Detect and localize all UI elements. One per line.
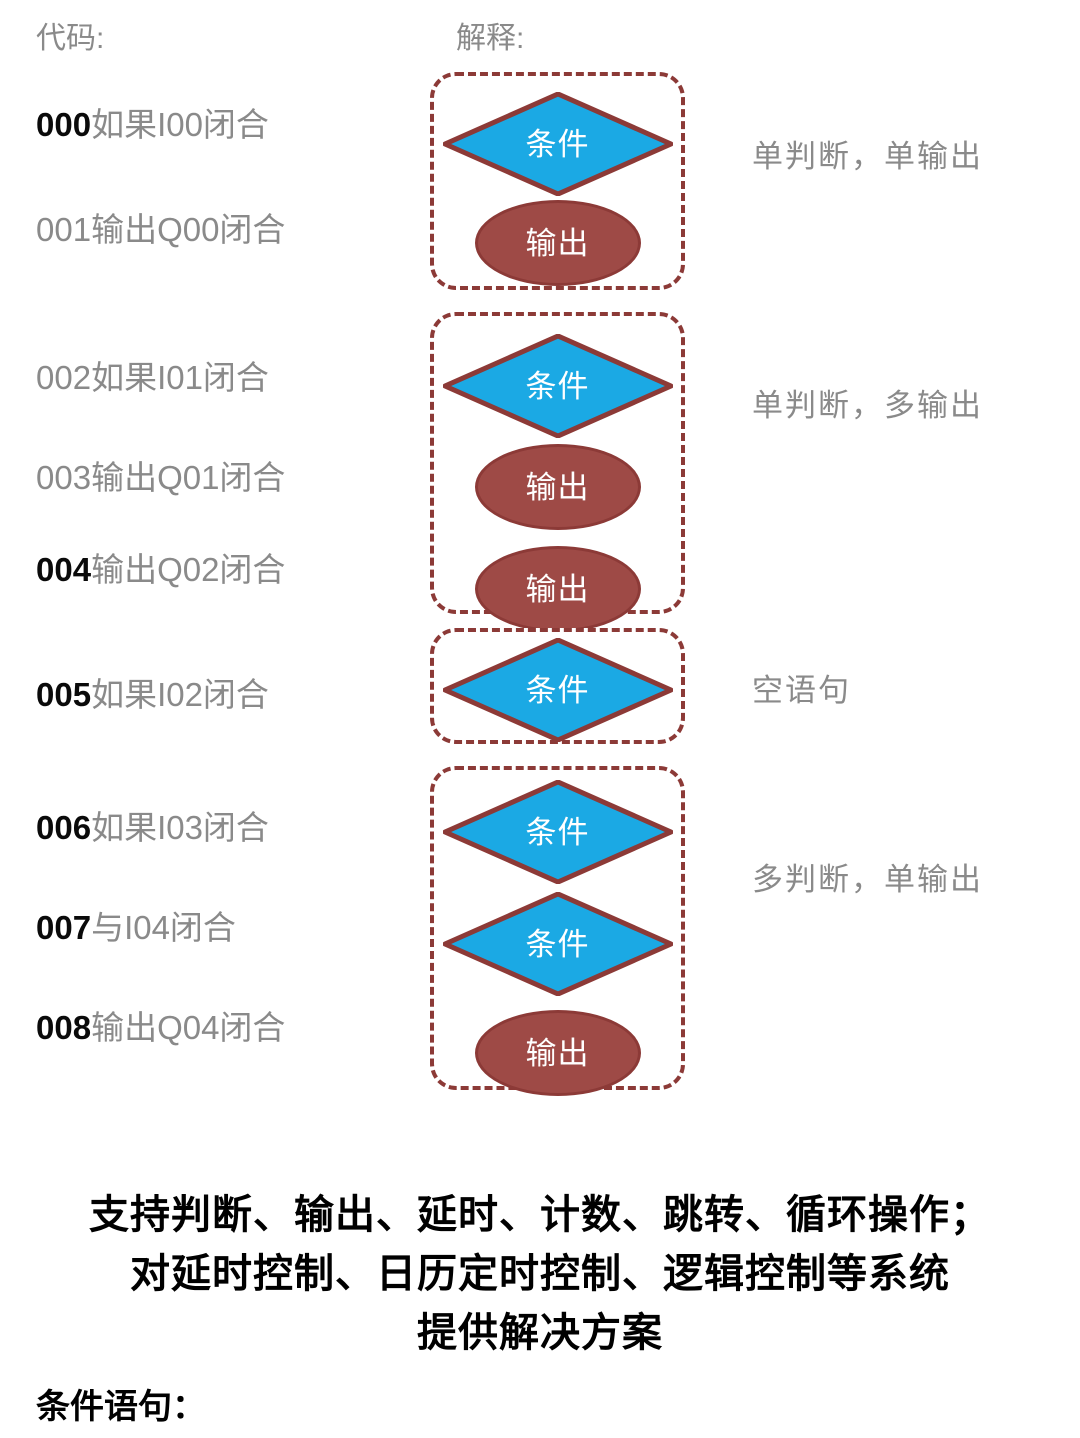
shape-slot: 输出 [434, 1010, 681, 1096]
ellipse-fill [474, 546, 641, 632]
flow-group-multi-condition-single-output: 条件条件输出 [430, 766, 685, 1096]
footer-section-label: 条件语句： [36, 1388, 206, 1426]
diamond-outline [442, 334, 673, 438]
code-line: 008输出Q04闭合 [36, 1011, 285, 1044]
summary-line: 对延时控制、日历定时控制、逻辑控制等系统 [130, 1252, 950, 1296]
code-line-text: 如果I02闭合 [91, 676, 269, 713]
output-ellipse-shape[interactable]: 输出 [474, 200, 641, 286]
condition-diamond-shape[interactable]: 条件 [442, 638, 673, 742]
explanation-label: 空语句 [752, 673, 851, 708]
code-line-text: 输出Q04闭合 [91, 1009, 286, 1046]
condition-diamond-shape[interactable]: 条件 [442, 92, 673, 196]
code-line-number: 001 [36, 211, 92, 248]
code-line-text: 如果I01闭合 [91, 359, 269, 396]
code-line-number: 004 [36, 551, 92, 588]
diamond-outline [442, 780, 673, 884]
shape-slot: 条件 [434, 92, 681, 196]
code-column-header: 代码: [36, 22, 105, 55]
code-line: 004输出Q02闭合 [36, 553, 285, 586]
code-line-number: 000 [36, 106, 92, 143]
code-line: 003输出Q01闭合 [36, 461, 285, 494]
explanation-column-header: 解释: [456, 22, 525, 55]
explanation-label: 多判断，单输出 [752, 862, 983, 897]
output-ellipse-shape[interactable]: 输出 [474, 444, 641, 530]
shape-slot: 输出 [434, 444, 681, 530]
output-ellipse-shape[interactable]: 输出 [474, 546, 641, 632]
code-line-text: 与I04闭合 [91, 909, 236, 946]
code-line: 005如果I02闭合 [36, 678, 269, 711]
diamond-outline [442, 92, 673, 196]
condition-diamond-shape[interactable]: 条件 [442, 334, 673, 438]
summary-line: 提供解决方案 [417, 1311, 663, 1355]
shape-slot: 条件 [434, 334, 681, 438]
code-line-number: 006 [36, 809, 92, 846]
diamond-outline [442, 892, 673, 996]
ellipse-fill [474, 1010, 641, 1096]
code-line-text: 输出Q02闭合 [91, 551, 286, 588]
flow-group-single-condition-multi-output: 条件输出输出 [430, 312, 685, 632]
explanation-label: 单判断，多输出 [752, 388, 983, 423]
ellipse-fill [474, 444, 641, 530]
summary-paragraph: 支持判断、输出、延时、计数、跳转、循环操作； 对延时控制、日历定时控制、逻辑控制等… [0, 1186, 1080, 1363]
output-ellipse-shape[interactable]: 输出 [474, 1010, 641, 1096]
code-line-text: 如果I00闭合 [91, 106, 269, 143]
flowchart-column: 条件输出条件输出输出条件条件条件输出 [430, 0, 690, 1100]
condition-diamond-shape[interactable]: 条件 [442, 780, 673, 884]
code-line: 000如果I00闭合 [36, 108, 269, 141]
diamond-outline [442, 638, 673, 742]
code-line-number: 005 [36, 676, 92, 713]
explanation-label: 单判断，单输出 [752, 139, 983, 174]
flow-group-single-condition-single-output: 条件输出 [430, 72, 685, 290]
condition-diamond-shape[interactable]: 条件 [442, 892, 673, 996]
ellipse-fill [474, 200, 641, 286]
summary-line: 支持判断、输出、延时、计数、跳转、循环操作； [89, 1193, 991, 1237]
code-line-number: 007 [36, 909, 92, 946]
shape-slot: 输出 [434, 200, 681, 286]
code-line: 006如果I03闭合 [36, 811, 269, 844]
shape-slot: 输出 [434, 546, 681, 632]
code-line-number: 002 [36, 359, 92, 396]
flow-group-empty-statement: 条件 [430, 628, 685, 744]
code-line-text: 如果I03闭合 [91, 809, 269, 846]
code-line-text: 输出Q01闭合 [91, 459, 286, 496]
code-line-text: 输出Q00闭合 [91, 211, 286, 248]
shape-slot: 条件 [434, 892, 681, 996]
shape-slot: 条件 [434, 780, 681, 884]
code-line-number: 003 [36, 459, 92, 496]
code-line: 001输出Q00闭合 [36, 213, 285, 246]
code-line: 002如果I01闭合 [36, 361, 269, 394]
code-line-number: 008 [36, 1009, 92, 1046]
code-line: 007与I04闭合 [36, 911, 236, 944]
shape-slot: 条件 [434, 638, 681, 742]
